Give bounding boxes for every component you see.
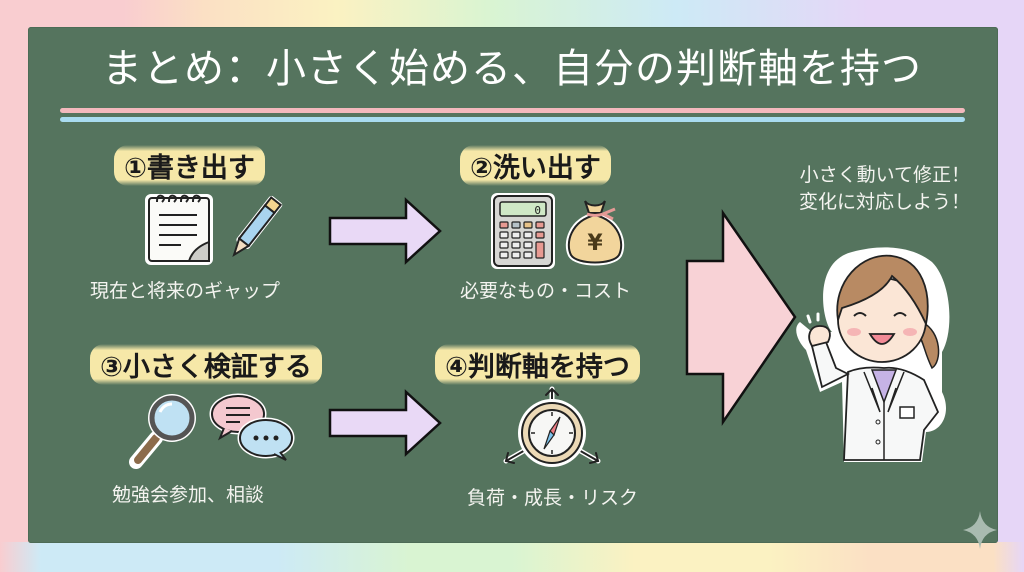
- step-3-label: ③小さく検証する: [90, 344, 322, 385]
- small-arrow-right-icon: [328, 197, 442, 265]
- step-3-caption: 勉強会参加、相談: [112, 484, 265, 506]
- magnifier-icon: [129, 394, 196, 469]
- step-1-caption: 現在と将来のギャップ: [90, 280, 281, 302]
- title-underline-pink: [60, 108, 965, 113]
- step-2-label: ②洗い出す: [460, 145, 611, 186]
- encouragement-line-1: 小さく動いて修正！: [799, 164, 970, 186]
- money-bag-icon: ¥: [565, 200, 625, 266]
- notepad-icon: [145, 194, 213, 265]
- title-underline-blue: [60, 117, 965, 122]
- step-2-caption: 必要なもの・コスト: [460, 280, 632, 302]
- yen-symbol: ¥: [587, 231, 603, 256]
- small-arrow-right-icon: [328, 389, 442, 457]
- doctor-character-illustration: [796, 247, 950, 462]
- sparkle-icon: [963, 511, 997, 549]
- rainbow-bottom-band: [0, 542, 1024, 572]
- calculator-icon: 0: [491, 193, 555, 269]
- speech-bubbles-icon: [209, 393, 295, 461]
- pen-icon: [232, 195, 283, 258]
- encouragement-text: 小さく動いて修正！ 変化に対応しよう！: [770, 162, 970, 216]
- step-1-label: ①書き出す: [114, 145, 265, 186]
- step-4-caption: 負荷・成長・リスク: [467, 487, 639, 509]
- page-title: まとめ：小さく始める、自分の判断軸を持つ: [102, 46, 922, 92]
- big-arrow-right-icon: [685, 208, 797, 427]
- calculator-display: 0: [534, 204, 541, 217]
- encouragement-line-2: 変化に対応しよう！: [798, 191, 970, 213]
- compass-icon: [503, 386, 601, 467]
- step-4-label: ④判断軸を持つ: [435, 344, 640, 385]
